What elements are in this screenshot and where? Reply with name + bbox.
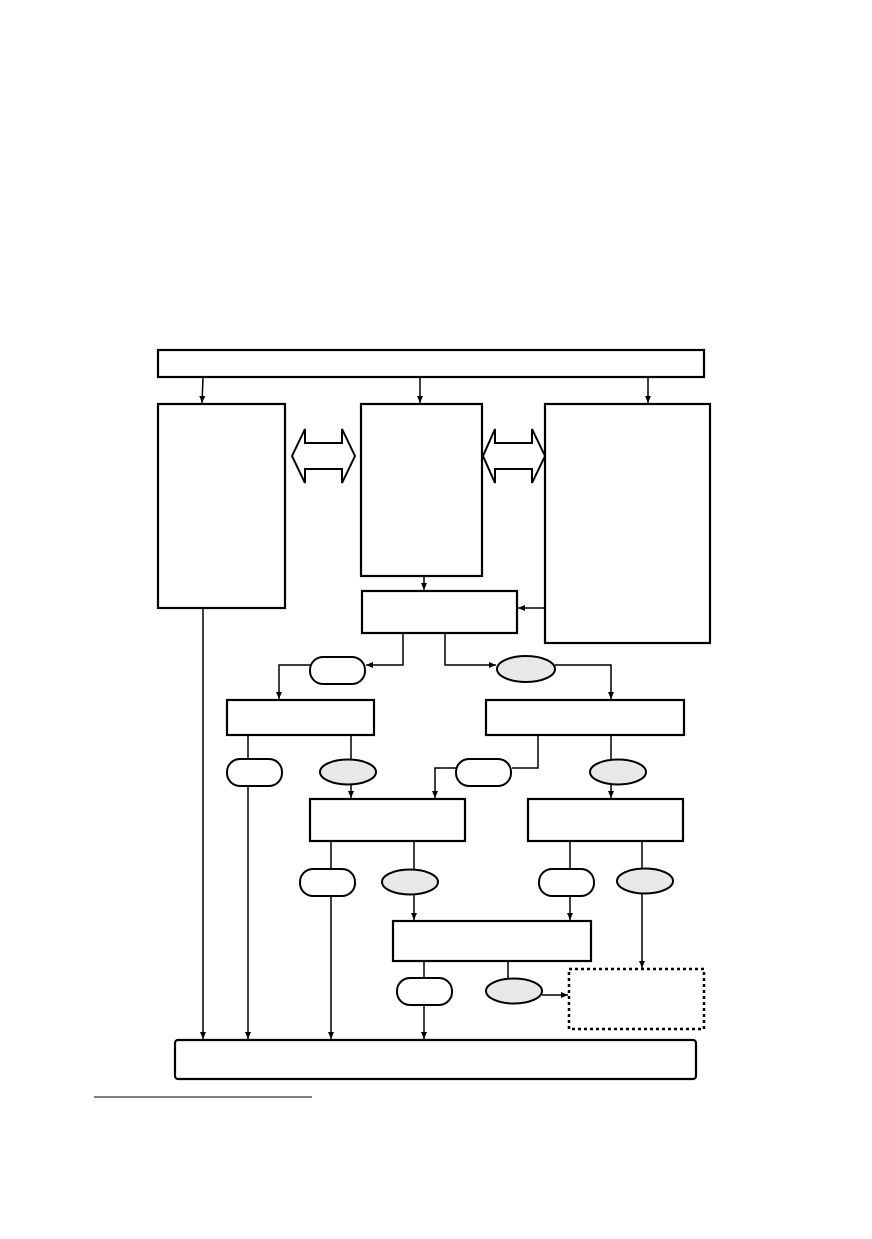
arrow-top-to-left (199, 377, 206, 404)
top-bar (156, 348, 706, 379)
left-box (156, 402, 287, 610)
center-process-box (360, 589, 519, 635)
pill-connector (226, 758, 283, 787)
pill-connector (455, 758, 512, 787)
third-left-box (308, 797, 467, 843)
fourth-box (391, 919, 593, 963)
dashed-box (567, 967, 706, 1031)
pill-connector (396, 977, 453, 1006)
arrow-pill-to-second-left (276, 664, 310, 699)
oval-connector (496, 655, 556, 683)
right-box (543, 402, 712, 645)
oval-connector (381, 868, 439, 896)
line-second-right-to-pill (512, 735, 539, 769)
pill-connector (538, 868, 595, 897)
bidirectional-arrow-left (290, 428, 357, 484)
arrow-pill-to-third-left (432, 767, 456, 798)
arrow-process-to-pill (366, 633, 404, 668)
oval-connector (485, 977, 543, 1005)
oval-connector (589, 758, 647, 786)
arrow-oval-to-second-right (555, 664, 614, 699)
oval-connector (319, 758, 377, 786)
bottom-bar (173, 1038, 698, 1081)
pill-connector (309, 656, 366, 685)
bidirectional-arrow-right (481, 428, 547, 484)
pill-connector (299, 868, 356, 897)
arrow-process-to-oval (444, 633, 496, 668)
second-right-box (484, 698, 686, 737)
oval-connector (616, 867, 674, 895)
center-box (359, 402, 484, 578)
second-left-box (225, 698, 376, 737)
third-right-box (526, 797, 685, 843)
